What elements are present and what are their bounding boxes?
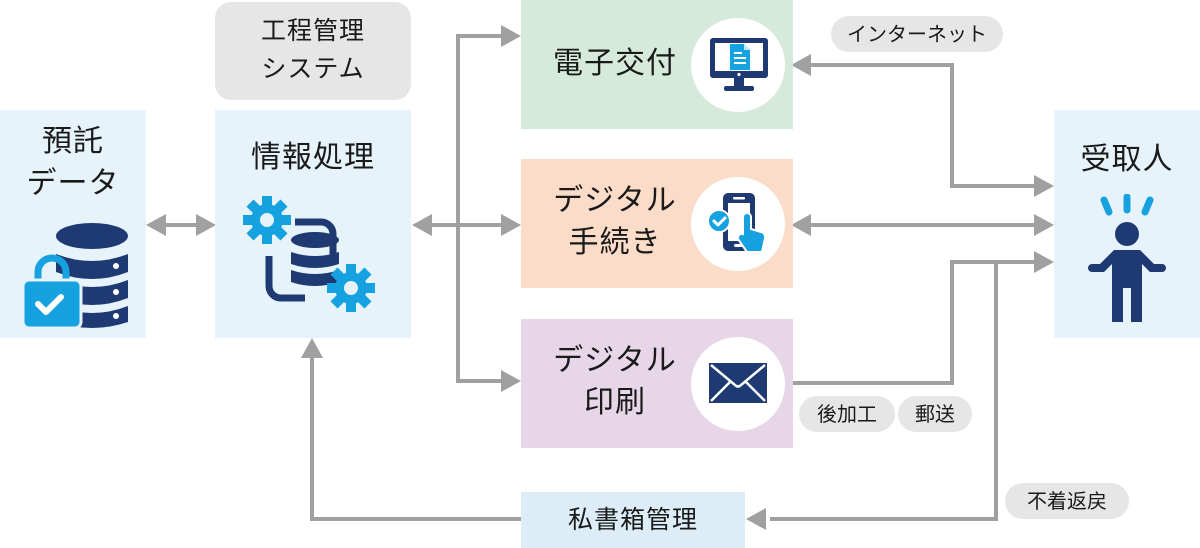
digital-procedure-icon-circle: [691, 177, 785, 271]
node-recipient: 受取人: [1054, 110, 1200, 338]
digital-print-line1: デジタル: [553, 343, 677, 378]
node-e-delivery: 電子交付: [521, 0, 793, 129]
e-delivery-label: 電子交付: [553, 46, 677, 81]
node-process-management-system: 工程管理 システム: [215, 2, 411, 100]
recipient-label: 受取人: [1080, 142, 1174, 177]
info-processing-label: 情報処理: [251, 140, 375, 175]
digital-print-line2: 印刷: [584, 385, 646, 420]
process-system-line1: 工程管理: [260, 16, 365, 45]
route-pobox-info: [310, 356, 522, 521]
arrowhead: [301, 338, 323, 358]
node-deposit-data: 預託 データ: [0, 110, 146, 338]
arrowhead: [146, 214, 166, 236]
arrowhead: [501, 214, 521, 236]
process-system-line2: システム: [261, 54, 365, 83]
arrowhead: [412, 214, 432, 236]
node-pobox-management: 私書箱管理: [521, 492, 745, 548]
node-digital-procedure: デジタル 手続き: [521, 159, 793, 288]
branch-trunk: [456, 34, 502, 383]
digital-procedure-line1: デジタル: [553, 183, 677, 218]
pobox-label: 私書箱管理: [567, 505, 698, 534]
smartphone-touch-icon: [707, 193, 767, 253]
tag-post-processing: 後加工: [799, 396, 895, 432]
arrowhead: [746, 508, 766, 530]
arrowhead: [196, 214, 216, 236]
arrowhead: [1034, 214, 1054, 236]
arrowhead: [501, 25, 521, 47]
route-print: [792, 260, 1036, 385]
digital-print-icon-circle: [691, 337, 785, 431]
arrowhead: [1034, 251, 1054, 273]
route-internet: [810, 63, 1036, 188]
deposit-label-line2: データ: [26, 166, 120, 201]
database-lock-icon: [21, 223, 128, 330]
arrowhead: [501, 370, 521, 392]
arrowhead: [791, 214, 811, 236]
e-delivery-icon-circle: [691, 18, 785, 112]
person-icon: [1088, 194, 1166, 322]
arrowhead: [791, 54, 811, 76]
gears-database-icon: [243, 196, 375, 312]
monitor-document-icon: [710, 38, 768, 91]
tag-mailing: 郵送: [898, 396, 972, 432]
node-info-processing: 情報処理: [215, 110, 411, 338]
digital-procedure-line2: 手続き: [568, 225, 662, 260]
route-return: [770, 262, 998, 521]
tag-return-undelivered: 不着返戻: [1005, 483, 1129, 519]
deposit-label-line1: 預託: [42, 124, 104, 159]
envelope-icon: [709, 363, 767, 403]
arrowhead: [1034, 175, 1054, 197]
node-digital-print: デジタル 印刷: [521, 319, 793, 448]
tag-internet: インターネット: [831, 16, 1003, 52]
